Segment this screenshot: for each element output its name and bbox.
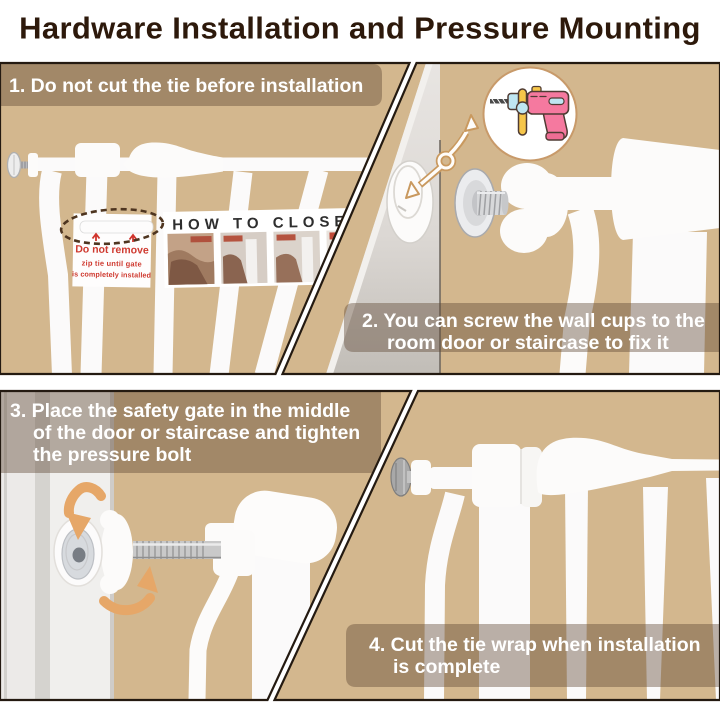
- svg-text:zip tie until gate: zip tie until gate: [82, 258, 142, 268]
- svg-text:of the door or staircase and t: of the door or staircase and tighten: [33, 422, 360, 444]
- svg-text:3. Place the safety gate in th: 3. Place the safety gate in the middle: [10, 400, 350, 422]
- svg-text:4. Cut the tie wrap when insta: 4. Cut the tie wrap when installation: [369, 634, 701, 656]
- svg-text:HOW TO CLOSE TH: HOW TO CLOSE TH: [172, 212, 389, 234]
- svg-text:room door or staircase to fix: room door or staircase to fix it: [387, 332, 669, 354]
- svg-text:1. Do not cut the tie before i: 1. Do not cut the tie before installatio…: [9, 75, 363, 97]
- svg-text:Do not remove: Do not remove: [75, 243, 149, 256]
- svg-text:Hardware Installation and Pres: Hardware Installation and Pressure Mount…: [19, 11, 701, 46]
- svg-text:is completely installed: is completely installed: [72, 269, 151, 279]
- svg-text:the pressure bolt: the pressure bolt: [33, 444, 192, 466]
- svg-text:is complete: is complete: [393, 656, 500, 678]
- svg-text:2. You can screw the wall cups: 2. You can screw the wall cups to the: [362, 310, 705, 332]
